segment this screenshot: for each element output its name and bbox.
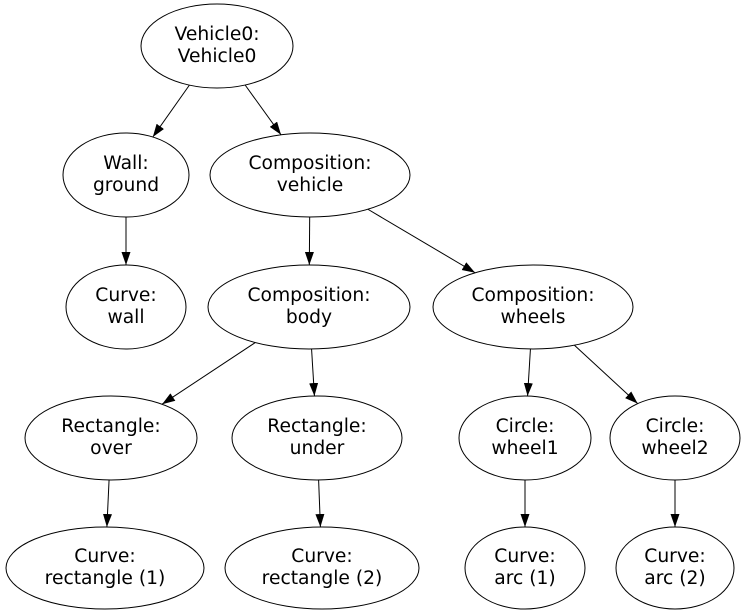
node-ellipse: [5, 526, 205, 610]
edges-layer: [102, 84, 680, 528]
node-label-line: rectangle (2): [262, 568, 383, 589]
node-ellipse: [62, 132, 190, 218]
node-label-line: Curve:: [74, 546, 135, 567]
node-label-line: Composition:: [471, 285, 594, 306]
node-vehicle0: Vehicle0:Vehicle0: [140, 3, 294, 89]
node-label-line: Circle:: [646, 416, 705, 437]
node-label-line: wheels: [500, 307, 565, 328]
edge-composition-wheels-to-circle-wheel1: [523, 348, 533, 397]
edge-composition-vehicle-to-composition-wheels: [367, 208, 476, 274]
node-ellipse: [609, 395, 741, 481]
node-rectangle-under: Rectangle:under: [231, 395, 403, 481]
node-ellipse: [432, 264, 634, 350]
node-curve-rectangle-2: Curve:rectangle (2): [224, 526, 420, 610]
node-label-line: vehicle: [277, 175, 344, 196]
node-ellipse: [65, 264, 187, 350]
edge-composition-body-to-rectangle-under: [309, 348, 319, 397]
node-label-line: Rectangle:: [61, 416, 160, 437]
node-label-line: wall: [107, 307, 144, 328]
node-label-line: body: [286, 307, 332, 328]
node-label-line: wheel1: [491, 438, 558, 459]
node-ellipse: [224, 526, 420, 610]
node-ellipse: [140, 3, 294, 89]
node-label-line: Composition:: [248, 153, 371, 174]
node-ellipse: [209, 132, 411, 218]
node-label-line: Curve:: [95, 285, 156, 306]
edge-vehicle0-to-composition-vehicle: [244, 84, 282, 136]
node-label-line: Curve:: [291, 546, 352, 567]
node-ellipse: [615, 526, 735, 610]
node-curve-arc-2: Curve:arc (2): [615, 526, 735, 610]
node-label-line: over: [90, 438, 132, 459]
edge-rectangle-over-to-curve-rectangle-1: [102, 479, 112, 528]
node-label-line: Wall:: [103, 153, 148, 174]
node-composition-wheels: Composition:wheels: [432, 264, 634, 350]
node-label-line: ground: [93, 175, 159, 196]
edge-rectangle-under-to-curve-rectangle-2: [315, 479, 325, 528]
node-circle-wheel2: Circle:wheel2: [609, 395, 741, 481]
node-label-line: wheel2: [641, 438, 708, 459]
node-ellipse: [458, 395, 592, 481]
node-label-line: Rectangle:: [267, 416, 366, 437]
node-composition-vehicle: Composition:vehicle: [209, 132, 411, 218]
node-ellipse: [207, 264, 411, 350]
edge-composition-body-to-rectangle-over: [161, 342, 256, 405]
node-label-line: rectangle (1): [45, 568, 166, 589]
node-composition-body: Composition:body: [207, 264, 411, 350]
node-circle-wheel1: Circle:wheel1: [458, 395, 592, 481]
node-curve-wall: Curve:wall: [65, 264, 187, 350]
node-ellipse: [231, 395, 403, 481]
node-label-line: arc (2): [644, 568, 705, 589]
edge-composition-wheels-to-circle-wheel2: [574, 344, 639, 404]
node-label-line: Circle:: [496, 416, 555, 437]
node-rectangle-over: Rectangle:over: [24, 395, 198, 481]
node-label-line: Vehicle0: [178, 46, 257, 67]
node-wall-ground: Wall:ground: [62, 132, 190, 218]
node-curve-arc-1: Curve:arc (1): [464, 526, 586, 610]
node-label-line: Vehicle0:: [174, 24, 259, 45]
nodes-layer: Vehicle0:Vehicle0Wall:groundComposition:…: [5, 3, 741, 610]
edge-vehicle0-to-wall-ground: [152, 84, 190, 138]
node-ellipse: [464, 526, 586, 610]
node-label-line: Curve:: [494, 546, 555, 567]
node-curve-rectangle-1: Curve:rectangle (1): [5, 526, 205, 610]
node-label-line: Curve:: [644, 546, 705, 567]
node-label-line: arc (1): [494, 568, 555, 589]
node-label-line: under: [290, 438, 345, 459]
node-ellipse: [24, 395, 198, 481]
node-label-line: Composition:: [247, 285, 370, 306]
